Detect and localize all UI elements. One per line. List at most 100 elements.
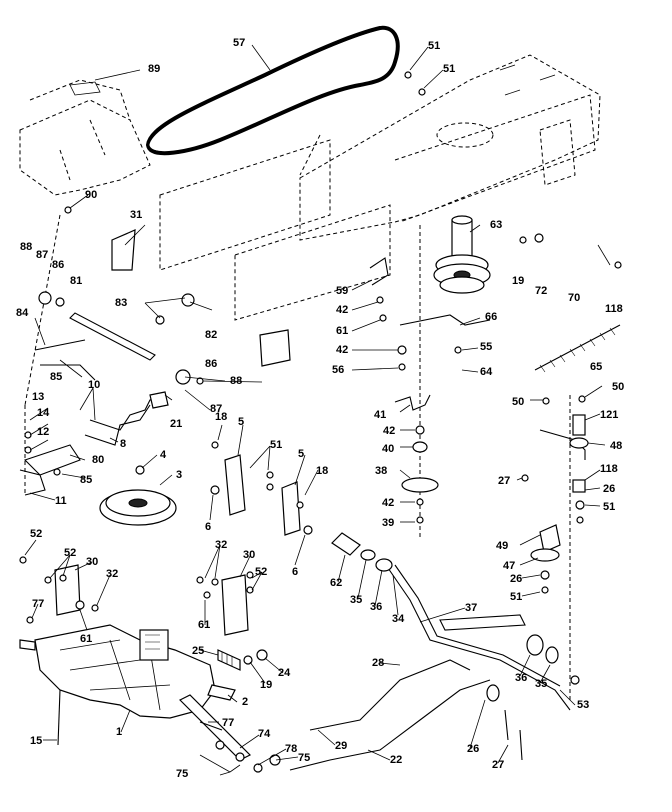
- callout-118: 118: [600, 463, 618, 475]
- drive-belt: [146, 25, 400, 156]
- callout-89: 89: [148, 63, 160, 75]
- callout-55: 55: [480, 341, 492, 353]
- callout-19: 19: [260, 679, 272, 691]
- front-hood: [19, 79, 151, 196]
- callout-11: 11: [55, 495, 67, 507]
- callout-18: 18: [316, 465, 328, 477]
- callout-57: 57: [233, 37, 245, 49]
- callout-26: 26: [603, 483, 615, 495]
- callout-83: 83: [115, 297, 127, 309]
- callout-3: 3: [176, 469, 182, 481]
- callout-2: 2: [242, 696, 248, 708]
- callout-77: 77: [222, 717, 234, 729]
- control-levers: [19, 214, 169, 496]
- callout-5: 5: [298, 448, 304, 460]
- callout-6: 6: [292, 566, 298, 578]
- callout-18: 18: [215, 411, 227, 423]
- callout-19: 19: [512, 275, 524, 287]
- callout-10: 10: [88, 379, 100, 391]
- leader-lines: [24, 44, 611, 776]
- tension-spring: [534, 324, 621, 373]
- callout-27: 27: [492, 759, 504, 771]
- callout-61: 61: [198, 619, 210, 631]
- callout-30: 30: [86, 556, 98, 568]
- chassis-frame: [159, 54, 601, 321]
- callout-50: 50: [612, 381, 624, 393]
- transmission-pulley: [99, 489, 177, 526]
- callout-51: 51: [270, 439, 282, 451]
- callout-25: 25: [192, 645, 204, 657]
- callout-51: 51: [443, 63, 455, 75]
- callout-26: 26: [510, 573, 522, 585]
- callout-78: 78: [285, 743, 297, 755]
- callout-38: 38: [375, 465, 387, 477]
- callout-121: 121: [600, 409, 618, 421]
- callout-88: 88: [230, 375, 242, 387]
- callout-1: 1: [116, 726, 122, 738]
- callout-15: 15: [30, 735, 42, 747]
- callout-41: 41: [374, 409, 386, 421]
- callout-77: 77: [32, 598, 44, 610]
- callout-70: 70: [568, 292, 580, 304]
- callout-28: 28: [372, 657, 384, 669]
- callout-37: 37: [465, 602, 477, 614]
- callout-75: 75: [176, 768, 188, 780]
- callout-86: 86: [205, 358, 217, 370]
- callout-34: 34: [392, 613, 405, 625]
- callout-labels: 89 57 51 51 90 31 63 19 72 70 118 88 87 …: [16, 37, 624, 780]
- callout-62: 62: [330, 577, 342, 589]
- callout-13: 13: [32, 391, 44, 403]
- callout-6: 6: [205, 521, 211, 533]
- callout-90: 90: [85, 189, 97, 201]
- callout-50: 50: [512, 396, 524, 408]
- callout-52: 52: [64, 547, 76, 559]
- callout-66: 66: [485, 311, 497, 323]
- callout-39: 39: [382, 517, 394, 529]
- callout-85: 85: [80, 474, 92, 486]
- callout-118: 118: [605, 303, 623, 315]
- callout-5: 5: [238, 416, 244, 428]
- callout-80: 80: [92, 454, 104, 466]
- callout-22: 22: [390, 754, 402, 766]
- callout-53: 53: [577, 699, 589, 711]
- callout-24: 24: [278, 667, 291, 679]
- engine-pulley: [433, 215, 491, 294]
- callout-86: 86: [52, 259, 64, 271]
- callout-8: 8: [120, 438, 126, 450]
- callout-36: 36: [515, 672, 527, 684]
- callout-51: 51: [510, 591, 522, 603]
- callout-81: 81: [70, 275, 82, 287]
- callout-49: 49: [496, 540, 508, 552]
- callout-36: 36: [370, 601, 382, 613]
- callout-88: 88: [20, 241, 32, 253]
- callout-14: 14: [37, 407, 50, 419]
- callout-30: 30: [243, 549, 255, 561]
- callout-35: 35: [350, 594, 362, 606]
- callout-59: 59: [336, 285, 348, 297]
- callout-75: 75: [298, 752, 310, 764]
- callout-42: 42: [382, 497, 394, 509]
- shift-linkage: [289, 225, 571, 771]
- hardware: [19, 71, 622, 773]
- callout-32: 32: [215, 539, 227, 551]
- callout-52: 52: [30, 528, 42, 540]
- callout-51: 51: [428, 40, 440, 52]
- callout-4: 4: [160, 449, 167, 461]
- callout-42: 42: [336, 344, 348, 356]
- callout-48: 48: [610, 440, 622, 452]
- callout-47: 47: [503, 560, 515, 572]
- callout-84: 84: [16, 307, 29, 319]
- callout-61: 61: [336, 325, 348, 337]
- callout-51: 51: [603, 501, 615, 513]
- callout-82: 82: [205, 329, 217, 341]
- callout-72: 72: [535, 285, 547, 297]
- callout-87: 87: [210, 403, 222, 415]
- callout-52: 52: [255, 566, 267, 578]
- callout-21: 21: [170, 418, 182, 430]
- idler-assembly: [530, 414, 589, 562]
- callout-85: 85: [50, 371, 62, 383]
- callout-35: 35: [535, 678, 547, 690]
- callout-61: 61: [80, 633, 92, 645]
